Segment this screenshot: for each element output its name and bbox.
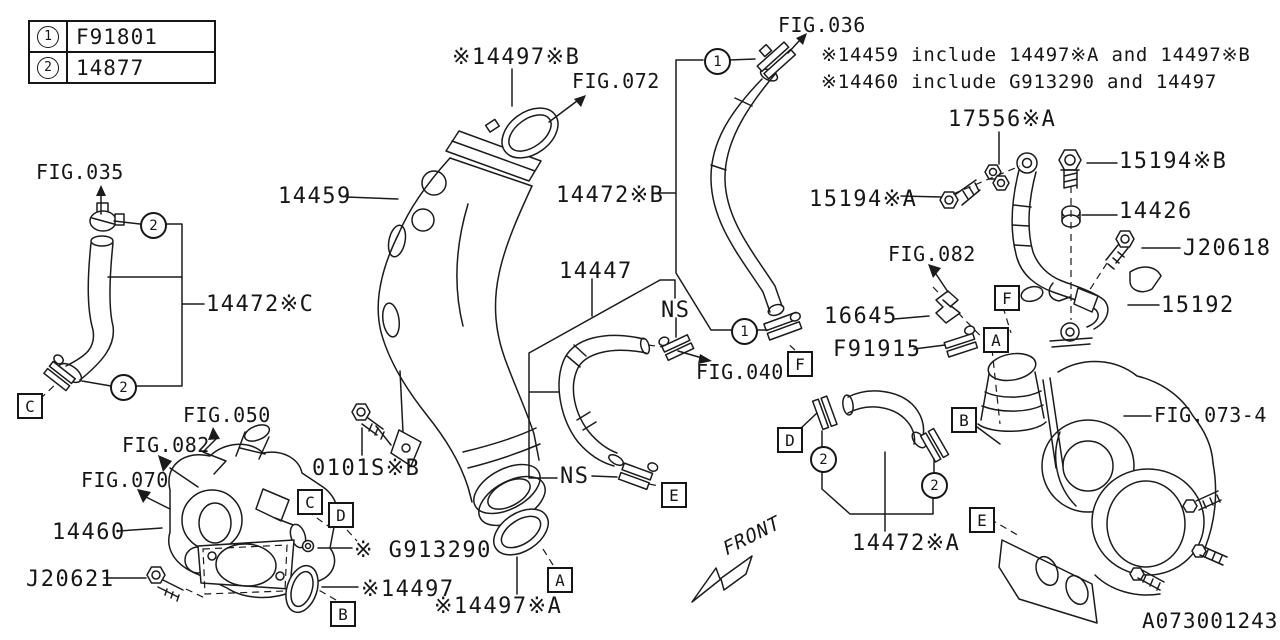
part-label-15194b: 15194※B	[1119, 149, 1228, 174]
legend-circled-number: 2	[37, 56, 59, 79]
bolt-0101sb-drawing	[352, 404, 384, 439]
hose-14447-drawing	[559, 335, 651, 467]
pipe-15192-drawing	[1012, 153, 1108, 347]
callout-box-e-2: E	[969, 507, 995, 533]
callout-circle-1-bottom: 1	[731, 318, 758, 345]
front-direction-arrow	[692, 556, 752, 602]
callout-box-c-2: C	[297, 489, 323, 515]
ns-label-bottom: NS	[560, 464, 590, 489]
callout-box-d-1: D	[328, 502, 354, 528]
figure-ref-fig072: FIG.072	[572, 69, 660, 93]
clamp-f91915-drawing	[942, 325, 980, 357]
part-label-0101sb: 0101S※B	[312, 456, 421, 481]
part-label-14497a: ※14497※A	[434, 594, 563, 619]
legend-table: 1 F91801 2 14877	[28, 20, 216, 84]
callout-circle-2-right-right: 2	[921, 472, 948, 499]
figure-ref-fig082-right: FIG.082	[888, 242, 976, 266]
stud-bolt-3	[1192, 545, 1227, 565]
hose-14472c-drawing	[42, 203, 124, 391]
turbo-assembly-drawing	[978, 267, 1227, 623]
ns-label-top: NS	[661, 298, 691, 323]
part-label-16645: 16645	[824, 304, 898, 329]
part-label-15192: 15192	[1161, 293, 1235, 318]
bolt-j20621-drawing	[147, 567, 183, 601]
callout-box-c-1: C	[17, 393, 43, 419]
part-label-j20618: J20618	[1183, 236, 1272, 261]
part-label-g913290: ※ G913290	[354, 538, 492, 563]
figure-ref-fig082-left: FIG.082	[122, 433, 210, 457]
duct-14459-drawing	[376, 119, 553, 535]
part-label-14472b: 14472※B	[556, 183, 665, 208]
part-label-14459: 14459	[278, 184, 352, 209]
part-label-f91915: F91915	[833, 337, 922, 362]
callout-box-e-1: E	[661, 482, 687, 508]
oring-14497a-drawing	[485, 500, 556, 565]
callout-box-b-1: B	[330, 601, 356, 627]
part-label-14497: ※14497	[361, 577, 455, 602]
part-label-17556a: 17556※A	[948, 107, 1057, 132]
figure-ref-fig050: FIG.050	[183, 403, 271, 427]
bolt-j20618-drawing	[1106, 231, 1134, 269]
part-label-14460: 14460	[52, 520, 126, 545]
bolt-15194a-drawing	[940, 180, 980, 208]
legend-part-code: F91801	[76, 24, 158, 49]
note-line-2: ※14460 include G913290 and 14497	[821, 71, 1218, 93]
callout-circle-2-left-top: 2	[140, 212, 167, 239]
part-label-14497b: ※14497※B	[452, 45, 581, 70]
clip-16645-drawing	[936, 291, 960, 323]
callout-box-d-2: D	[777, 427, 803, 453]
figure-ref-fig070: FIG.070	[81, 468, 169, 492]
clip-17556a-drawing	[985, 165, 1009, 190]
stud-bolt-1	[1183, 491, 1221, 512]
legend-row: 2 14877	[30, 51, 214, 82]
drawing-number: A073001243	[1142, 609, 1279, 633]
bolt-15194b-drawing	[1059, 150, 1081, 188]
clamp-ns-bottom-drawing	[619, 454, 659, 491]
figure-ref-fig040: FIG.040	[696, 360, 784, 384]
note-line-1: ※14459 include 14497※A and 14497※B	[821, 44, 1251, 66]
legend-row: 1 F91801	[30, 22, 214, 51]
legend-circled-number: 1	[37, 25, 59, 48]
part-label-14447: 14447	[559, 259, 633, 284]
callout-box-b-2: B	[951, 407, 977, 433]
hose-14472a-drawing	[813, 391, 949, 462]
part-label-14472a: 14472※A	[852, 531, 961, 556]
legend-part-code: 14877	[76, 55, 145, 80]
oring-14497b-drawing	[493, 98, 568, 168]
callout-box-f-2: F	[994, 285, 1020, 311]
callout-circle-1-top: 1	[704, 48, 731, 75]
leader-lines	[40, 33, 1180, 600]
figure-ref-fig073-4: FIG.073-4	[1154, 403, 1267, 427]
figure-ref-fig036: FIG.036	[778, 13, 866, 37]
callout-circle-2-left-bottom: 2	[110, 374, 137, 401]
part-label-14426: 14426	[1119, 199, 1193, 224]
part-label-j20621: J20621	[26, 567, 115, 592]
callout-circle-2-right-left: 2	[810, 446, 837, 473]
stud-bolt-2	[1130, 568, 1164, 590]
part-label-15194a: 15194※A	[809, 187, 918, 212]
assembly-14460-drawing	[169, 422, 338, 617]
figure-ref-fig035: FIG.035	[36, 160, 124, 184]
callout-box-a-2: A	[983, 327, 1009, 353]
callout-box-a-1: A	[547, 567, 573, 593]
callout-box-f-1: F	[787, 351, 813, 377]
hose-14472b-drawing	[711, 35, 804, 340]
part-label-14472c: 14472※C	[206, 292, 315, 317]
